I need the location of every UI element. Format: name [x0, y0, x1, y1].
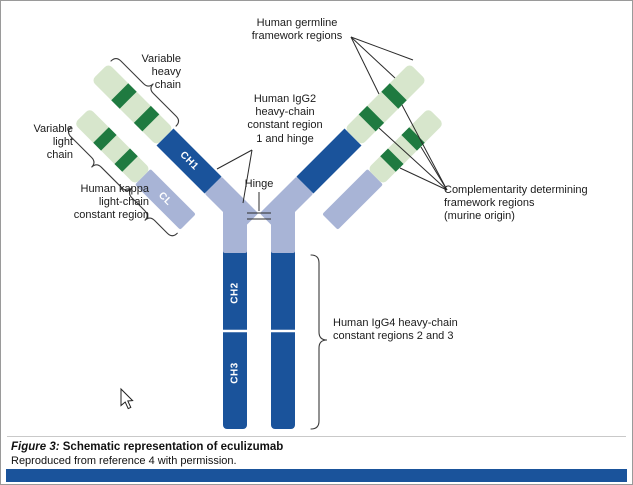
left-heavy-cdr-stripe	[111, 83, 137, 109]
right-heavy-variable-segment	[346, 65, 425, 144]
variable-light-brace	[67, 126, 133, 191]
label-variable-light-chain: Variable light chain	[33, 123, 73, 162]
caption-title: Schematic representation of eculizumab	[59, 441, 284, 453]
caption-rule	[7, 436, 626, 437]
ch3-label: CH3	[230, 362, 241, 384]
mouse-cursor	[120, 387, 134, 410]
label-igg2-constant-region: Human IgG2 heavy-chain constant region 1…	[247, 93, 323, 145]
left-light-cdr-stripe	[93, 127, 117, 151]
left-heavy-cdr-stripe	[133, 105, 160, 132]
left-heavy-variable-segment	[93, 65, 172, 144]
ch2-label: CH2	[230, 282, 241, 304]
left-light-cdr-stripe	[114, 148, 138, 172]
label-hinge: Hinge	[244, 178, 274, 190]
left-light-cl-segment	[135, 169, 195, 229]
variable-heavy-brace	[110, 57, 180, 127]
right-light-chain	[323, 110, 442, 229]
right-light-variable-segment	[369, 110, 442, 183]
right-stem-constant	[271, 207, 295, 429]
igg2-pointer-lines	[216, 149, 253, 204]
right-stem	[271, 207, 295, 429]
right-stem-hinge	[271, 207, 295, 253]
left-light-chain	[76, 110, 195, 229]
label-kappa-constant-region: Human kappa light-chain constant region	[73, 183, 149, 222]
hinge-bonds	[247, 212, 271, 220]
left-stem	[223, 207, 247, 429]
bottom-accent-bar	[6, 469, 627, 482]
right-heavy-cdr-stripe	[358, 105, 385, 132]
germline-pointer-lines	[350, 36, 414, 95]
label-germline-framework: Human germline framework regions	[251, 17, 343, 43]
right-heavy-cdr-stripe	[381, 83, 407, 109]
figure-caption: Figure 3: Schematic representation of ec…	[11, 441, 283, 467]
left-light-variable-segment	[76, 110, 149, 183]
label-variable-heavy-chain: Variable heavy chain	[141, 53, 181, 92]
igg4-brace	[310, 254, 328, 430]
caption-figure-number: Figure 3:	[11, 441, 60, 453]
right-heavy-ch1-segment	[296, 128, 362, 194]
left-heavy-ch1-segment	[156, 128, 222, 194]
right-light-cdr-stripe	[380, 148, 404, 172]
right-light-cdr-stripe	[401, 127, 425, 151]
left-stem-hinge	[223, 207, 247, 253]
cdr-pointer-lines	[378, 104, 448, 191]
right-light-cl-segment	[323, 169, 383, 229]
label-cdr-murine: Complementarity determining framework re…	[444, 184, 588, 223]
left-stem-constant	[223, 207, 247, 429]
caption-source: Reproduced from reference 4 with permiss…	[11, 455, 237, 467]
label-igg4-constant-regions: Human IgG4 heavy-chain constant regions …	[333, 317, 458, 343]
